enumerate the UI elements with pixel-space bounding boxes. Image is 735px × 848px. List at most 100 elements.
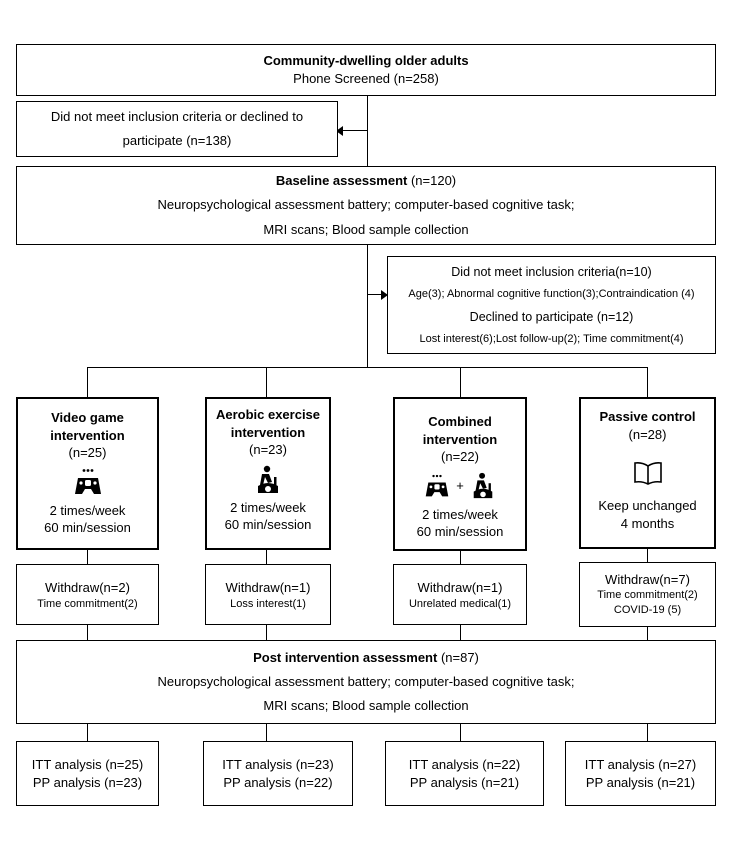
arm-duration: 4 months: [620, 515, 675, 531]
connector-post-to-analysis-1: [87, 724, 89, 741]
connector-to-excluded-first: [340, 130, 368, 132]
connector-arm1-to-withdraw: [87, 550, 89, 564]
arm-passive-control-box: Passive control (n=28) Keep unchanged 4 …: [579, 397, 716, 549]
connector-arm2-to-withdraw: [266, 550, 268, 564]
itt-analysis: ITT analysis (n=23): [222, 756, 334, 772]
post-line1: Neuropsychological assessment battery; c…: [157, 673, 575, 689]
arm-frequency: Keep unchanged: [598, 498, 697, 514]
arrowhead-excluded-second: [381, 290, 388, 300]
connector-withdraw4-to-post: [647, 627, 649, 640]
connector-post-to-analysis-2: [266, 724, 268, 741]
arm-title-line1: Passive control: [599, 409, 696, 424]
screening-title: Community-dwelling older adults: [263, 52, 469, 68]
excluded-second-detail2: Lost interest(6);Lost follow-up(2); Time…: [419, 333, 684, 346]
pp-analysis: PP analysis (n=21): [585, 774, 696, 790]
combined-icons: +: [424, 472, 496, 500]
excluded-second-detail1: Age(3); Abnormal cognitive function(3);C…: [408, 288, 695, 301]
baseline-line1: Neuropsychological assessment battery; c…: [157, 197, 575, 213]
arm-frequency: 2 times/week: [49, 502, 126, 518]
exercise-bike-icon: [470, 472, 496, 500]
screening-subtitle: Phone Screened (n=258): [293, 71, 439, 86]
gamepad-icon: [73, 468, 103, 496]
arm-title-line2: intervention: [230, 424, 306, 440]
arm-video-game-box: Video game intervention (n=25) 2 times/w…: [16, 397, 159, 550]
connector-post-to-analysis-4: [647, 724, 649, 741]
connector-drop-arm-2: [266, 367, 268, 397]
baseline-box: Baseline assessment (n=120) Neuropsychol…: [16, 166, 716, 245]
arm-frequency: 2 times/week: [422, 506, 498, 522]
excluded-second-box: Did not meet inclusion criteria(n=10) Ag…: [387, 256, 716, 354]
connector-to-excluded-second: [368, 294, 382, 296]
connector-drop-arm-3: [460, 367, 462, 397]
arrowhead-excluded-first: [336, 126, 343, 136]
excluded-second-heading1: Did not meet inclusion criteria(n=10): [451, 264, 652, 279]
withdraw-box-3: Withdraw(n=1) Unrelated medical(1): [393, 564, 527, 625]
analysis-box-2: ITT analysis (n=23) PP analysis (n=22): [203, 741, 353, 806]
post-assessment-box: Post intervention assessment (n=87) Neur…: [16, 640, 716, 724]
connector-arm3-to-withdraw: [460, 551, 462, 564]
connector-withdraw2-to-post: [266, 625, 268, 640]
withdraw-count: Withdraw(n=1): [417, 580, 503, 596]
arm-duration: 60 min/session: [224, 517, 312, 533]
withdraw-box-1: Withdraw(n=2) Time commitment(2): [16, 564, 159, 625]
arm-count: (n=23): [249, 442, 287, 458]
open-book-icon: [633, 461, 663, 485]
baseline-line2: MRI scans; Blood sample collection: [263, 221, 469, 237]
excluded-first-box: Did not meet inclusion criteria or decli…: [16, 101, 338, 157]
arm-title-line1: Combined: [428, 414, 492, 429]
excluded-first-line1: Did not meet inclusion criteria or decli…: [50, 108, 304, 124]
baseline-count: (n=120): [407, 173, 457, 189]
arm-count: (n=22): [441, 449, 479, 465]
connector-drop-arm-1: [87, 367, 89, 397]
baseline-title: Baseline assessment: [275, 173, 408, 189]
pp-analysis: PP analysis (n=21): [409, 774, 520, 790]
pp-analysis: PP analysis (n=23): [32, 774, 143, 790]
itt-analysis: ITT analysis (n=22): [408, 756, 521, 772]
connector-baseline-to-split: [367, 245, 369, 368]
post-title: Post intervention assessment: [253, 649, 438, 665]
itt-analysis: ITT analysis (n=25): [31, 756, 144, 772]
arm-title-line1: Aerobic exercise: [215, 407, 321, 422]
connector-arm4-to-withdraw: [647, 549, 649, 562]
withdraw-count: Withdraw(n=2): [45, 580, 130, 596]
analysis-box-1: ITT analysis (n=25) PP analysis (n=23): [16, 741, 159, 806]
analysis-box-4: ITT analysis (n=27) PP analysis (n=21): [565, 741, 716, 806]
analysis-box-3: ITT analysis (n=22) PP analysis (n=21): [385, 741, 544, 806]
arm-title-line2: intervention: [50, 427, 125, 443]
connector-split-horizontal: [87, 367, 648, 369]
post-line2: MRI scans; Blood sample collection: [263, 698, 469, 714]
withdraw-reason: COVID-19 (5): [613, 604, 682, 617]
arm-title-line2: intervention: [422, 431, 498, 447]
withdraw-reason: Loss interest(1): [230, 597, 306, 610]
connector-drop-arm-4: [647, 367, 649, 397]
gamepad-icon: [424, 473, 450, 499]
excluded-first-line2: participate (n=138): [122, 133, 232, 148]
arm-count: (n=28): [628, 426, 667, 442]
excluded-second-heading2: Declined to participate (n=12): [469, 309, 634, 324]
withdraw-reason: Unrelated medical(1): [408, 597, 512, 610]
post-count: (n=87): [437, 649, 479, 665]
exercise-bike-icon: [254, 465, 282, 495]
itt-analysis: ITT analysis (n=27): [584, 756, 697, 772]
arm-count: (n=25): [68, 445, 107, 461]
connector-post-to-analysis-3: [460, 724, 462, 741]
baseline-heading: Baseline assessment (n=120): [276, 169, 456, 193]
arm-duration: 60 min/session: [44, 520, 131, 536]
connector-withdraw3-to-post: [460, 625, 462, 640]
pp-analysis: PP analysis (n=22): [223, 774, 333, 790]
withdraw-box-4: Withdraw(n=7) Time commitment(2) COVID-1…: [579, 562, 716, 627]
arm-title-line1: Video game: [51, 410, 124, 425]
arm-aerobic-box: Aerobic exercise intervention (n=23) 2 t…: [205, 397, 331, 550]
plus-sign: +: [456, 477, 464, 493]
connector-withdraw1-to-post: [87, 625, 89, 640]
arm-frequency: 2 times/week: [230, 499, 306, 515]
withdraw-box-2: Withdraw(n=1) Loss interest(1): [205, 564, 331, 625]
withdraw-reason: Time commitment(2): [37, 597, 138, 610]
arm-duration: 60 min/session: [416, 524, 504, 540]
withdraw-count: Withdraw(n=7): [605, 571, 690, 587]
screening-box: Community-dwelling older adults Phone Sc…: [16, 44, 716, 96]
arm-combined-box: Combined intervention (n=22) + 2 times/w…: [393, 397, 527, 551]
post-heading: Post intervention assessment (n=87): [253, 646, 479, 670]
withdraw-count: Withdraw(n=1): [225, 580, 311, 596]
withdraw-reason: Time commitment(2): [597, 589, 698, 602]
